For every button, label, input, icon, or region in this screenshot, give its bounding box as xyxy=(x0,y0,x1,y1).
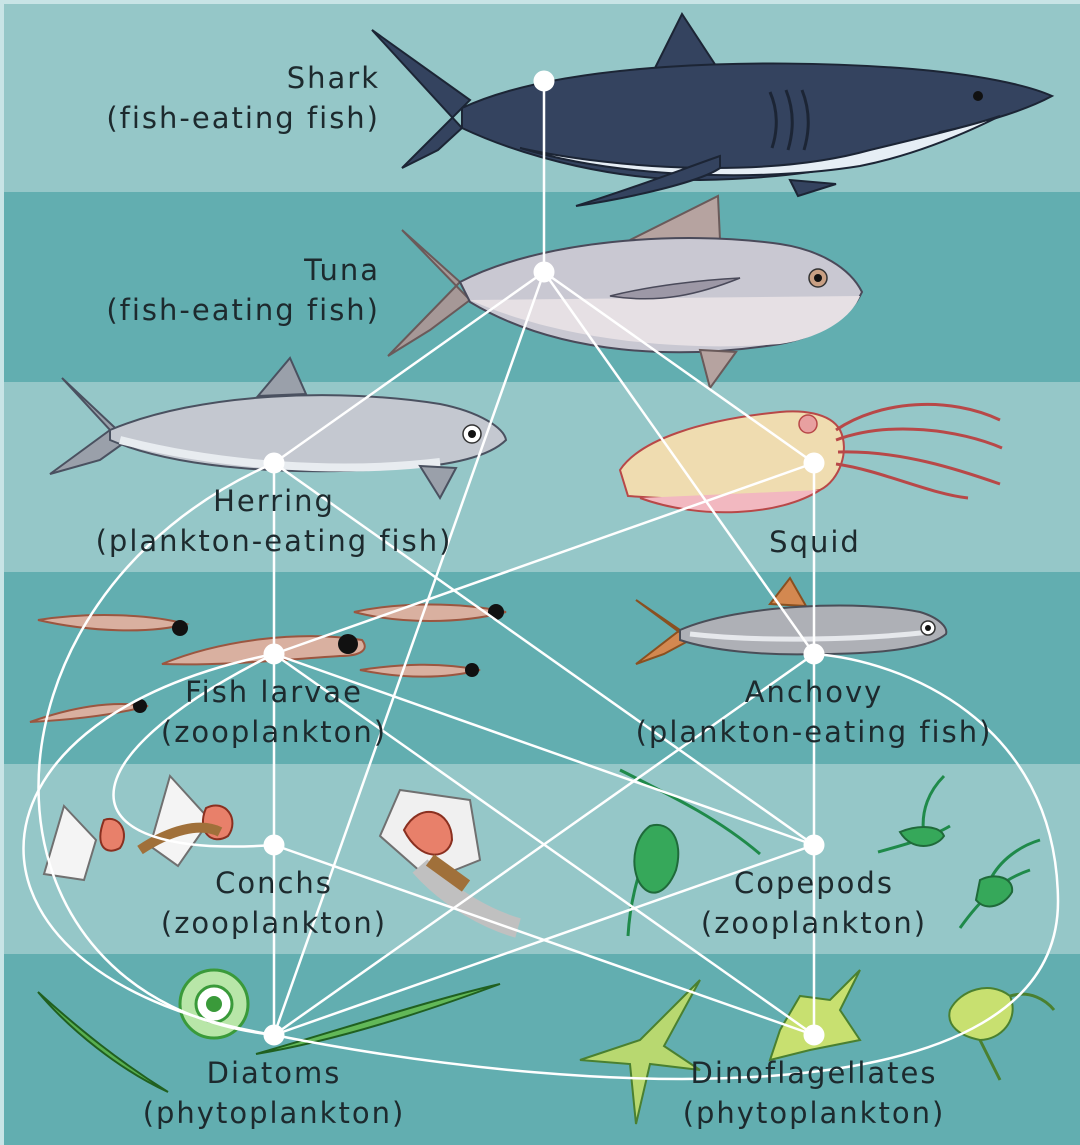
anchovy-label: Anchovy (plankton-eating fish) xyxy=(594,672,1034,752)
diatoms-name: Diatoms xyxy=(104,1053,444,1093)
fish-larvae-role: (zooplankton) xyxy=(114,712,434,752)
tuna-role: (fish-eating fish) xyxy=(60,290,380,330)
tuna-label: Tuna (fish-eating fish) xyxy=(60,250,380,330)
copepods-name: Copepods xyxy=(654,863,974,903)
fish-larvae-label: Fish larvae (zooplankton) xyxy=(114,672,434,752)
herring-role: (plankton-eating fish) xyxy=(54,521,494,561)
copepods-role: (zooplankton) xyxy=(654,903,974,943)
dinoflagellates-role: (phytoplankton) xyxy=(634,1093,994,1133)
herring-label: Herring (plankton-eating fish) xyxy=(54,481,494,561)
shark-label: Shark (fish-eating fish) xyxy=(60,58,380,138)
conchs-label: Conchs (zooplankton) xyxy=(114,863,434,943)
anchovy-name: Anchovy xyxy=(594,672,1034,712)
conchs-name: Conchs xyxy=(114,863,434,903)
fish-larvae-name: Fish larvae xyxy=(114,672,434,712)
tuna-name: Tuna xyxy=(60,250,380,290)
squid-name: Squid xyxy=(700,522,930,562)
anchovy-role: (plankton-eating fish) xyxy=(594,712,1034,752)
dinoflagellates-label: Dinoflagellates (phytoplankton) xyxy=(634,1053,994,1133)
shark-role: (fish-eating fish) xyxy=(60,98,380,138)
dinoflagellates-name: Dinoflagellates xyxy=(634,1053,994,1093)
squid-label: Squid xyxy=(700,522,930,562)
diatoms-label: Diatoms (phytoplankton) xyxy=(104,1053,444,1133)
shark-name: Shark xyxy=(60,58,380,98)
diatoms-role: (phytoplankton) xyxy=(104,1093,444,1133)
herring-name: Herring xyxy=(54,481,494,521)
conchs-role: (zooplankton) xyxy=(114,903,434,943)
copepods-label: Copepods (zooplankton) xyxy=(654,863,974,943)
